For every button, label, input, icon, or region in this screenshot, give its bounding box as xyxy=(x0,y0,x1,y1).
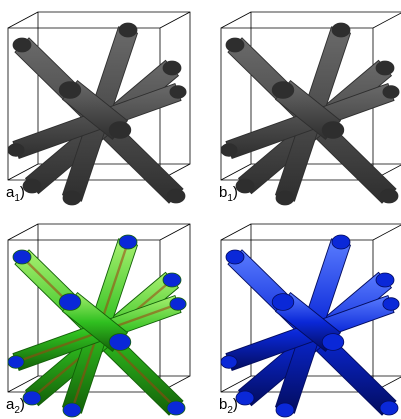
rod-diag-2-start-cap xyxy=(375,60,395,76)
rod-diag-1-start-cap xyxy=(12,249,32,265)
rod-core-start-cap xyxy=(58,293,82,311)
rod-diag-2-start-cap xyxy=(375,272,395,288)
rod-diag-4-start-cap xyxy=(220,355,238,369)
rod-diag-1-start-cap xyxy=(225,249,245,265)
rod-core-start-cap xyxy=(58,81,82,99)
rod-diag-2-end-cap xyxy=(22,178,42,194)
rod-core-start-cap xyxy=(271,293,295,311)
rod-core-end-cap xyxy=(321,333,345,351)
rod-diag-4-start-cap xyxy=(7,355,25,369)
rod-cluster-icon xyxy=(220,22,400,206)
rod-diag-3-end-cap xyxy=(275,190,295,206)
rod-diag-1-end-cap xyxy=(166,400,186,416)
rod-core-end-cap xyxy=(108,121,132,139)
panel-label: b1) xyxy=(219,184,238,204)
rod-diag-3-start-cap xyxy=(118,22,138,38)
panel-a1: a1) xyxy=(6,11,191,206)
panel-label: b2) xyxy=(219,396,238,416)
rod-cluster-icon xyxy=(220,234,400,418)
rod-diag-2-end-cap xyxy=(235,178,255,194)
rod-diag-3-end-cap xyxy=(62,190,82,206)
rod-diag-2-end-cap xyxy=(22,390,42,406)
rod-diag-1-end-cap xyxy=(379,400,399,416)
rod-diag-4-end-cap xyxy=(382,297,400,311)
rod-diag-4-end-cap xyxy=(169,297,187,311)
rod-cluster-icon xyxy=(7,234,187,418)
panel-b1: b1) xyxy=(219,11,401,206)
panel-label: a2) xyxy=(6,396,25,416)
rod-diag-3-start-cap xyxy=(331,234,351,250)
rod-cluster-icon xyxy=(7,22,187,206)
panel-label: a1) xyxy=(6,184,25,204)
rod-diag-1-end-cap xyxy=(379,188,399,204)
rod-diag-3-end-cap xyxy=(275,402,295,418)
panel-b2: b2) xyxy=(219,223,401,418)
rod-core-end-cap xyxy=(108,333,132,351)
rod-diag-3-start-cap xyxy=(118,234,138,250)
rod-diag-2-start-cap xyxy=(162,60,182,76)
rod-diag-2-end-cap xyxy=(235,390,255,406)
panel-a2: a2) xyxy=(6,223,191,418)
rod-core-start-cap xyxy=(271,81,295,99)
rod-diag-1-end-cap xyxy=(166,188,186,204)
rod-diag-1-start-cap xyxy=(12,37,32,53)
rod-diag-4-start-cap xyxy=(7,143,25,157)
rod-diag-4-start-cap xyxy=(220,143,238,157)
rod-diag-4-end-cap xyxy=(169,85,187,99)
rod-diag-3-end-cap xyxy=(62,402,82,418)
rod-core-end-cap xyxy=(321,121,345,139)
rod-diag-1-start-cap xyxy=(225,37,245,53)
rod-diag-4-end-cap xyxy=(382,85,400,99)
rod-diag-3-start-cap xyxy=(331,22,351,38)
rod-diag-2-start-cap xyxy=(162,272,182,288)
